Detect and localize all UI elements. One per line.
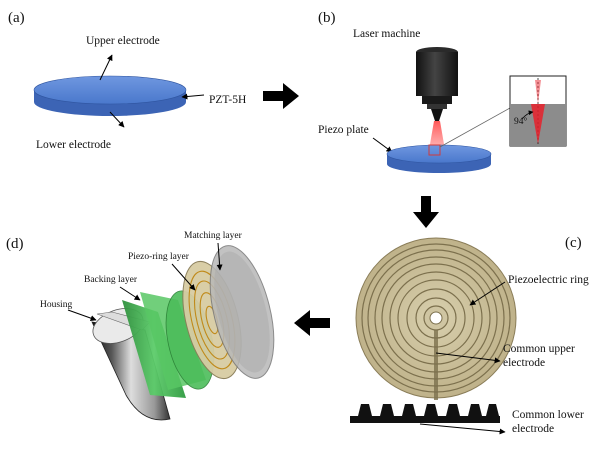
arrow-left-icon (294, 310, 330, 336)
piezo-plate-arrow (372, 137, 393, 153)
upper-electrode-label: Upper electrode (86, 35, 160, 47)
common-lower-label-2: electrode (512, 423, 554, 435)
panel-d-label: (d) (6, 236, 24, 252)
common-lower-label-1: Common lower (512, 409, 584, 421)
backing-layer-label: Backing layer (84, 275, 138, 285)
lower-electrode-label: Lower electrode (36, 139, 111, 151)
piezo-ring-arrow (469, 281, 506, 306)
laser-machine-label: Laser machine (353, 28, 420, 40)
panel-b-label: (b) (318, 10, 336, 26)
piezo-ring-layer-arrow (171, 263, 196, 291)
panel-a: (a) Upper electrode PZT-5H Lower electro… (8, 10, 246, 151)
angle-label: 94° (514, 116, 528, 127)
pzt-plate (33, 75, 187, 116)
common-upper-label-2: electrode (503, 357, 545, 369)
piezoelectric-ring-disc (355, 237, 517, 400)
upper-electrode-arrow (99, 54, 113, 81)
focus-box (428, 144, 441, 156)
piezoelectric-ring-label: Piezoelectric ring (508, 274, 589, 286)
housing-label: Housing (40, 300, 72, 310)
ring-cross-section (350, 404, 500, 423)
common-lower-arrow (419, 423, 506, 435)
backing-layer-arrow (119, 286, 141, 301)
pzt-arrow (181, 93, 205, 100)
piezo-plate-label: Piezo plate (318, 124, 369, 136)
piezo-ring-layer-label: Piezo-ring layer (128, 252, 190, 262)
laser-machine (416, 47, 458, 121)
panel-b: (b) Laser machine Piezo plate (318, 10, 567, 173)
arrow-down-icon (413, 196, 439, 228)
pzt-label: PZT-5H (209, 94, 246, 106)
lower-electrode-arrow (109, 111, 125, 128)
piezo-plate (386, 144, 492, 173)
panel-c-label: (c) (565, 235, 582, 251)
matching-layer-arrow (216, 242, 223, 271)
housing-arrow (67, 309, 97, 322)
laser-cut-inset: 94° (509, 75, 567, 147)
arrow-right-icon (263, 83, 299, 109)
zoom-leader (439, 107, 511, 148)
matching-layer (209, 245, 275, 379)
laser-beam (429, 121, 445, 150)
matching-layer-label: Matching layer (184, 231, 243, 241)
panel-c: (c) Piezoelectric ring Common upper elec… (350, 235, 589, 435)
panel-a-label: (a) (8, 10, 25, 26)
common-upper-arrow (435, 352, 501, 364)
panel-d: (d) Matching layer Piezo- (6, 231, 275, 421)
common-upper-label-1: Common upper (503, 343, 575, 355)
